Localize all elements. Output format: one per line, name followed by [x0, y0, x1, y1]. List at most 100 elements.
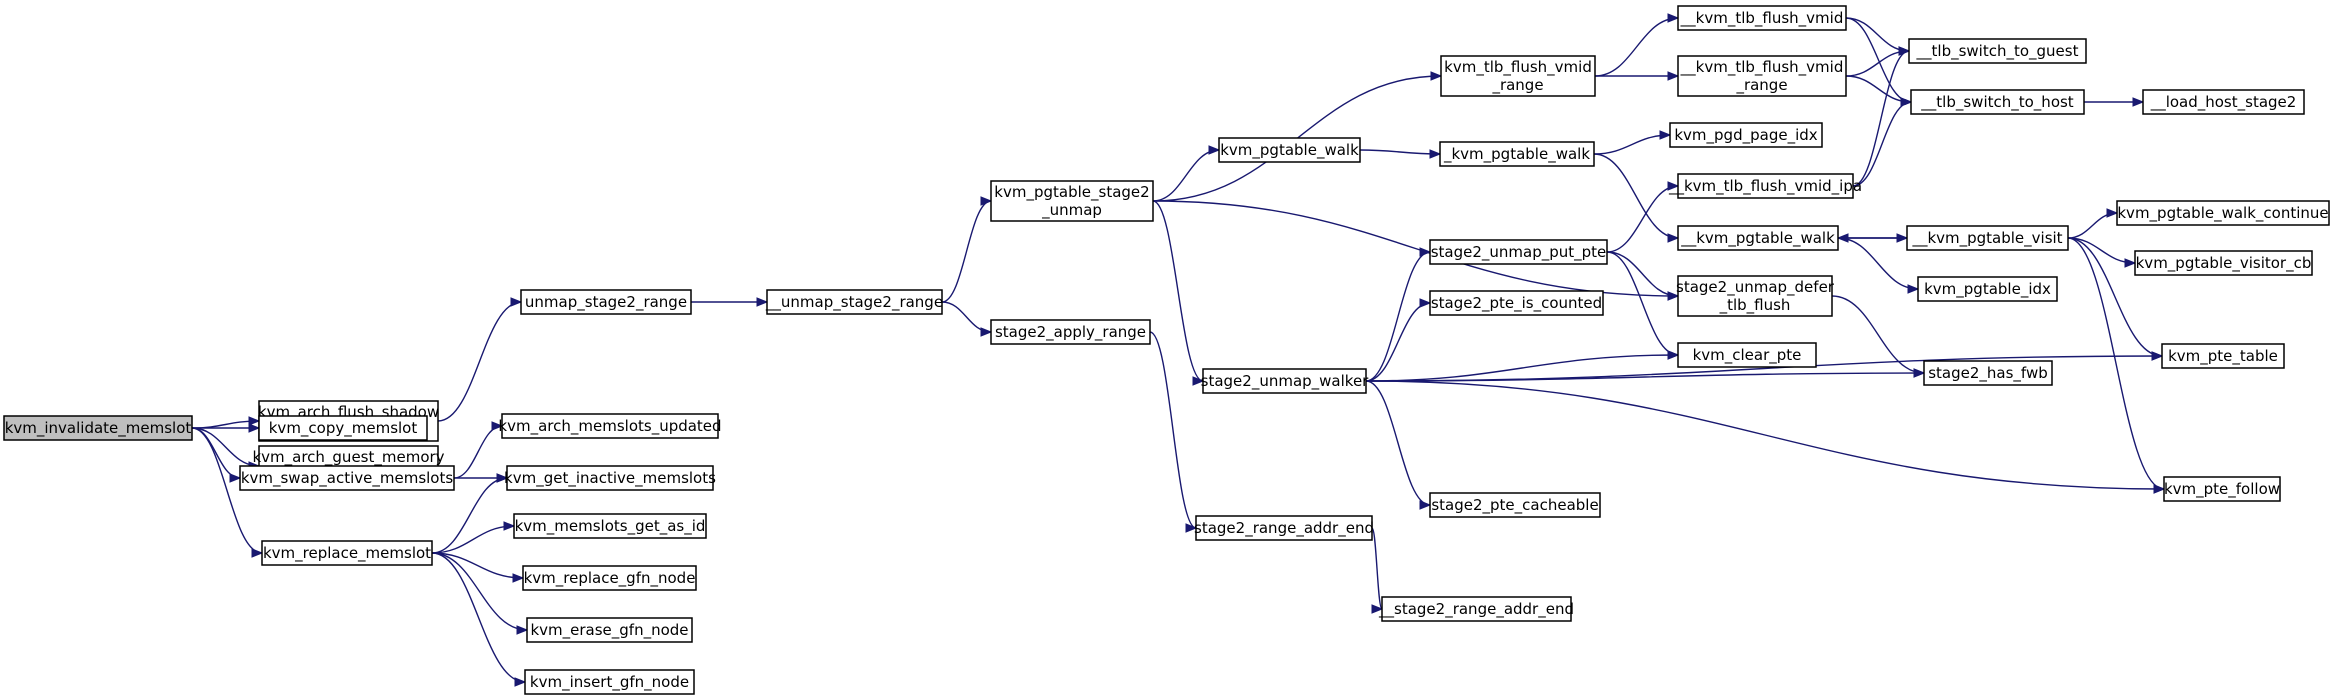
edge-n1-n6: [437, 297, 523, 422]
node-unmap-stage2-range[interactable]: __unmap_stage2_range: [765, 289, 943, 315]
edge-line: [431, 552, 528, 631]
node-label: stage2_unmap_defer: [1676, 278, 1835, 297]
node-kvm-replace-gfn-node[interactable]: kvm_replace_gfn_node: [522, 565, 697, 591]
node-box: [501, 413, 719, 439]
node-label: __kvm_pgtable_walk: [1680, 229, 1835, 248]
node-stage2-unmap-walker[interactable]: stage2_unmap_walker: [1201, 368, 1370, 394]
node-kvm-pgtable-walk-continue[interactable]: kvm_pgtable_walk_continue: [2116, 200, 2330, 226]
node-kvm-invalidate-memslot[interactable]: kvm_invalidate_memslot: [3, 415, 193, 441]
node-label: kvm_pgd_page_idx: [1674, 126, 1817, 145]
node-kvm-tlb-flush-vmid-ipa[interactable]: __kvm_tlb_flush_vmid_ipa: [1668, 173, 1862, 199]
node-box: [2161, 343, 2285, 369]
node-kvm-pgtable-stage2-unmap[interactable]: kvm_pgtable_stage2_unmap: [990, 180, 1154, 222]
edge-n5-n12: [431, 552, 527, 687]
node-box: [1677, 5, 1847, 31]
edge-line: [1371, 527, 1383, 610]
edge-n30-n37: [2084, 97, 2145, 107]
node-kvm-clear-pte[interactable]: kvm_clear_pte: [1677, 342, 1817, 368]
edge-line: [437, 301, 522, 422]
node-kvm-pte-table[interactable]: kvm_pte_table: [2161, 343, 2285, 369]
node-kvm-pgtable-idx[interactable]: kvm_pgtable_idx: [1917, 276, 2058, 302]
edge-n20-n27: [1365, 350, 1680, 382]
node-label: kvm_copy_memslot: [269, 419, 418, 438]
arrowhead: [510, 297, 523, 307]
node-label: stage2_unmap_walker: [1201, 372, 1370, 391]
edge-line: [1606, 251, 1679, 297]
node-stage2-range-addr-end[interactable]: __stage2_range_addr_end: [1378, 596, 1574, 622]
node-kvm-tlb-flush-vmid-range[interactable]: __kvm_tlb_flush_vmid_range: [1677, 55, 1847, 97]
edge-n23-n31: [1593, 130, 1672, 155]
node-unmap-stage2-range[interactable]: unmap_stage2_range: [520, 289, 692, 315]
edge-n13-n15: [941, 301, 993, 337]
node-box: [1439, 141, 1595, 167]
node-box: [522, 565, 697, 591]
node-stage2-unmap-put-pte[interactable]: stage2_unmap_put_pte: [1429, 239, 1608, 265]
edge-line: [453, 425, 503, 479]
edge-line: [2067, 212, 2118, 239]
node-label: _kvm_pgtable_walk: [1443, 145, 1590, 164]
node-label: kvm_arch_guest_memory: [252, 448, 444, 467]
arrowhead: [491, 421, 504, 431]
node-box: [2116, 200, 2330, 226]
node-box: [2163, 476, 2281, 502]
node-label: __kvm_tlb_flush_vmid_ipa: [1668, 177, 1862, 196]
node-kvm-memslots-get-as-id[interactable]: kvm_memslots_get_as_id: [513, 513, 707, 539]
node-kvm-tlb-flush-vmid-range[interactable]: kvm_tlb_flush_vmid_range: [1440, 55, 1596, 97]
node-kvm-pgd-page-idx[interactable]: kvm_pgd_page_idx: [1669, 122, 1823, 148]
node-kvm-copy-memslot[interactable]: kvm_copy_memslot: [258, 415, 428, 441]
node-tlb-switch-to-host[interactable]: __tlb_switch_to_host: [1910, 89, 2085, 115]
node-kvm-get-inactive-memslots[interactable]: kvm_get_inactive_memslots: [504, 465, 716, 491]
node-load-host-stage2[interactable]: __load_host_stage2: [2142, 89, 2305, 115]
node-kvm-arch-memslots-updated[interactable]: kvm_arch_memslots_updated: [498, 413, 722, 439]
arrowhead: [1208, 145, 1221, 155]
node-label: kvm_clear_pte: [1693, 346, 1802, 365]
node-stage2-range-addr-end[interactable]: stage2_range_addr_end: [1194, 515, 1374, 541]
node-box: [1429, 290, 1604, 316]
node-kvm-insert-gfn-node[interactable]: kvm_insert_gfn_node: [524, 669, 695, 695]
node-kvm-tlb-flush-vmid[interactable]: __kvm_tlb_flush_vmid: [1677, 5, 1847, 31]
edge-line: [1606, 185, 1679, 253]
node-label: stage2_apply_range: [995, 323, 1146, 342]
node-tlb-switch-to-guest[interactable]: __tlb_switch_to_guest: [1908, 38, 2087, 64]
edge-n34-n41: [2067, 237, 2166, 494]
node-label: stage2_unmap_put_pte: [1431, 243, 1607, 262]
node-label: kvm_invalidate_memslot: [5, 419, 192, 438]
node-box: [1908, 38, 2087, 64]
edge-n20-n41: [1365, 380, 2166, 494]
node-kvm-pgtable-walk[interactable]: __kvm_pgtable_walk: [1677, 225, 1839, 251]
node-box: [1195, 515, 1373, 541]
node-label: stage2_range_addr_end: [1194, 519, 1374, 538]
edge-n34-n39: [2067, 237, 2137, 268]
node-stage2-unmap-defer-tlb-flush[interactable]: stage2_unmap_defer_tlb_flush: [1676, 275, 1835, 317]
node-stage2-has-fwb[interactable]: stage2_has_fwb: [1923, 360, 2053, 386]
arrowhead: [1667, 233, 1680, 243]
node-box: [1677, 173, 1854, 199]
node-kvm-replace-memslot[interactable]: kvm_replace_memslot: [261, 540, 433, 566]
edge-n20-n28: [1365, 380, 1432, 510]
node-kvm-pte-follow[interactable]: kvm_pte_follow: [2163, 476, 2281, 502]
edge-n20-n40: [1365, 351, 2164, 382]
edge-n24-n36: [1831, 295, 1926, 378]
node-kvm-pgtable-walk[interactable]: kvm_pgtable_walk: [1218, 137, 1361, 163]
node-stage2-pte-cacheable[interactable]: stage2_pte_cacheable: [1429, 492, 1601, 518]
node-box: [506, 465, 714, 491]
node-box: [1381, 596, 1572, 622]
node-kvm-erase-gfn-node[interactable]: kvm_erase_gfn_node: [526, 617, 693, 643]
node-label: _unmap: [1041, 201, 1102, 220]
edge-n4-n7: [453, 421, 504, 479]
edge-line: [1365, 380, 1431, 506]
node-kvm-pgtable-visit[interactable]: __kvm_pgtable_visit: [1906, 225, 2069, 251]
arrowhead: [1667, 13, 1680, 23]
node-stage2-apply-range[interactable]: stage2_apply_range: [990, 319, 1151, 345]
node-kvm-swap-active-memslots[interactable]: kvm_swap_active_memslots: [239, 465, 455, 491]
edge-line: [1606, 251, 1679, 356]
node-box: [513, 513, 707, 539]
node-box: [1669, 122, 1823, 148]
arrowhead: [229, 473, 242, 483]
edge-line: [1365, 355, 2163, 382]
node-stage2-pte-is-counted[interactable]: stage2_pte_is_counted: [1429, 290, 1604, 316]
node-kvm-pgtable-walk[interactable]: _kvm_pgtable_walk: [1439, 141, 1595, 167]
edge-n18-n22: [1595, 71, 1680, 81]
node-kvm-pgtable-visitor-cb[interactable]: kvm_pgtable_visitor_cb: [2134, 250, 2313, 276]
edge-line: [1359, 149, 1441, 155]
